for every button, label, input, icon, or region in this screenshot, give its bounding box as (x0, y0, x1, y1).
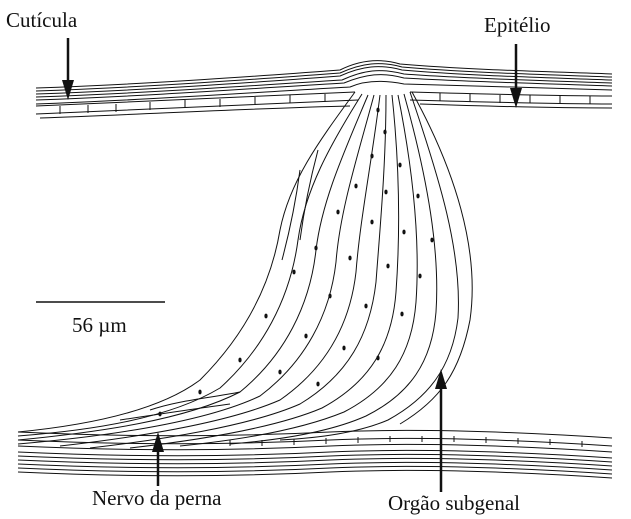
subgenual-organ (18, 92, 472, 448)
cell-nuclei (158, 108, 433, 417)
label-epitelio: Epitélio (484, 15, 551, 36)
scale-bar-label: 56 µm (72, 315, 127, 336)
label-cuticula: Cutícula (6, 10, 77, 31)
top-cuticle (36, 61, 612, 104)
label-nervo-da-perna: Nervo da perna (92, 488, 221, 509)
arrow-cuticula (62, 38, 74, 100)
label-orgao-subgenal: Orgão subgenal (388, 493, 520, 514)
